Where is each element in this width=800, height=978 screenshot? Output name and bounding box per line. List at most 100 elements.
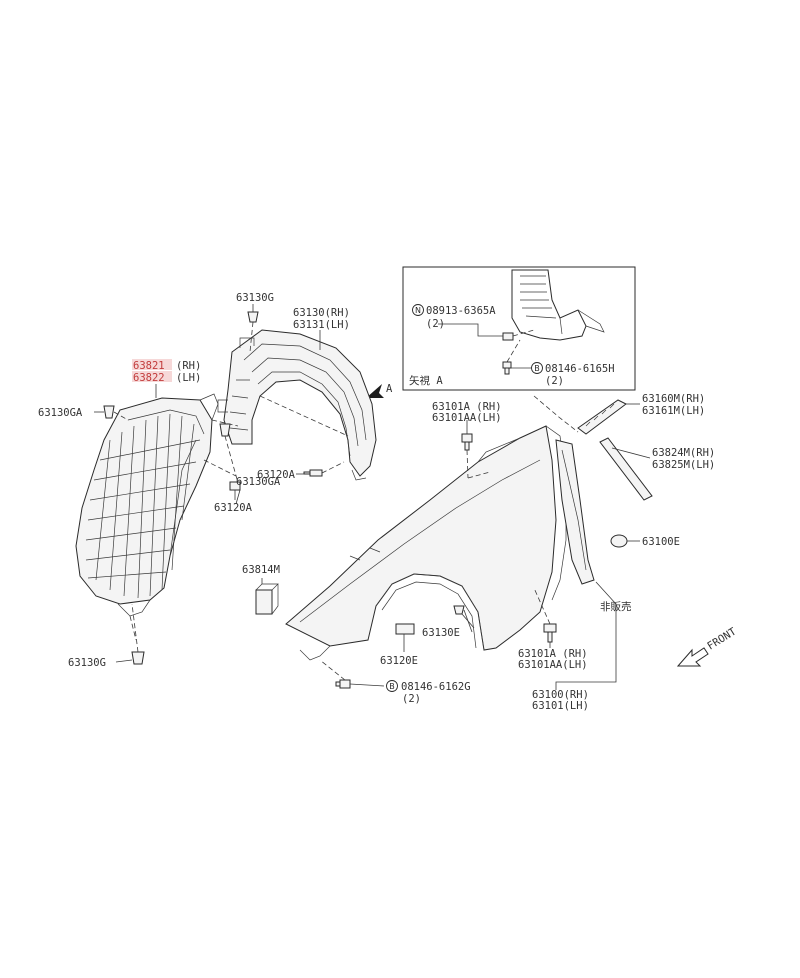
label-63131-lh: 63131(LH) (293, 319, 350, 331)
inset-nut-code: 08913-6365A (426, 305, 496, 317)
front-arrow-icon (676, 647, 709, 667)
inset-bolt-shape (502, 361, 512, 375)
label-63130ga-left: 63130GA (38, 407, 83, 419)
clip-63130g-bottom (131, 651, 145, 665)
front-indicator: FRONT (676, 625, 739, 667)
screw-63120a-a (303, 469, 323, 477)
fender-seal-63824m (555, 439, 595, 585)
inset-nut-symbol: N (415, 306, 421, 315)
protector-ribs (229, 343, 367, 457)
inset-nut-shape (502, 332, 514, 341)
label-63814m: 63814M (242, 564, 280, 576)
dash-fender-top (467, 471, 491, 479)
label-63101-lh: 63101(LH) (532, 700, 589, 712)
clip-63130e (453, 605, 465, 615)
view-a-arrow-label: A (386, 383, 393, 395)
inset-nut-dash (512, 329, 535, 337)
clip-63130ga-mid-leader (235, 489, 241, 505)
leader-63130e (463, 609, 473, 633)
label-63130e: 63130E (422, 627, 460, 639)
label-63120a-a: 63120A (257, 469, 296, 481)
label-63824m-rh: 63824M(RH) (652, 447, 715, 459)
fender-wheel-arch (375, 573, 485, 651)
front-fender-panel (285, 425, 567, 661)
clip-63130ga-left-dash (113, 411, 129, 421)
label-63101aa-lh-b: 63101AA(LH) (518, 659, 588, 671)
inset-bolt-qty: (2) (545, 375, 564, 387)
labels: 63130G 63130(RH) 63131(LH) 63821 (RH) 63… (38, 292, 715, 712)
inset-nut-leader (438, 323, 503, 337)
dash-liner-bottom (129, 615, 137, 641)
label-63821-num: 63821 (133, 360, 165, 372)
bolt-08146-6162g-dash (319, 659, 346, 681)
label-63130g-top: 63130G (236, 292, 274, 304)
highlight-bg-63821 (132, 359, 172, 370)
liner-grid-v (95, 413, 195, 599)
bolt-63101a-bottom-dash (533, 587, 551, 625)
label-08146-6162g: 08146-6162G (401, 681, 471, 693)
fender-arch-flange (381, 581, 477, 649)
liner-inner-edge (127, 409, 205, 557)
label-63101a-rh-b: 63101A (RH) (518, 648, 588, 660)
nut-63120e (395, 623, 415, 635)
clip-63130g-bottom-dash (131, 603, 139, 653)
label-63120a-b: 63120A (214, 502, 253, 514)
pad-top (255, 583, 279, 615)
inset-bracket-edge (559, 309, 605, 335)
inset-bolt-symbol: B (534, 364, 540, 373)
inset-nut-qty: (2) (426, 318, 445, 330)
screw-63120a-a-dash (321, 461, 345, 474)
label-63100-rh: 63100(RH) (532, 689, 589, 701)
clip-63130ga-mid-dash (224, 435, 241, 491)
inset-frame (402, 266, 636, 391)
fender-body-line (299, 459, 541, 623)
highlight-bg-63822 (132, 371, 172, 382)
inset-bracket-ribs (520, 275, 557, 319)
label-not-for-sale: 非販売 (600, 600, 632, 613)
view-a-arrow-head (366, 384, 384, 398)
liner-tabs (117, 393, 219, 617)
fasteners (103, 304, 557, 689)
inset-bracket-shape (511, 269, 587, 341)
bolt-63101a-bottom (543, 623, 557, 643)
screw-63120a-b (229, 481, 241, 491)
label-63101aa-lh: 63101AA(LH) (432, 412, 502, 424)
dash-fender-rear (533, 395, 579, 433)
bolt-symbol-circle (386, 680, 398, 692)
bolt-08146-6162g-leader (349, 683, 385, 687)
callout-lines (94, 330, 617, 690)
label-63130-rh: 63130(RH) (293, 307, 350, 319)
label-63130g-bottom: 63130G (68, 657, 106, 669)
garnish-63160m (577, 399, 640, 435)
fender-outline (285, 425, 557, 651)
label-63825m-lh: 63825M(LH) (652, 459, 715, 471)
inset-view-a: N 08913-6365A (2) B 08146-6165H (2) 矢視 A (402, 266, 636, 391)
seal-63100e-shape (610, 534, 628, 548)
bolt-08146-6162g (335, 679, 351, 689)
label-63130ga-mid: 63130GA (236, 476, 281, 488)
front-label: FRONT (705, 625, 739, 652)
fender-protector-63821 (75, 393, 219, 617)
label-63822-num: 63822 (133, 372, 165, 384)
protector-tabs (217, 337, 367, 481)
label-63100e: 63100E (642, 536, 680, 548)
seal-strip (555, 439, 595, 585)
inset-bolt-code: 08146-6165H (545, 363, 615, 375)
bolt-63101a-top (461, 433, 473, 451)
clip-63130g-top-dash (249, 321, 254, 353)
protector-centerline (259, 395, 349, 437)
moulding-leader (611, 447, 651, 459)
garnish-slots (585, 403, 615, 427)
label-63821-side: (RH) (176, 360, 201, 372)
moulding-shape (599, 437, 653, 501)
fender-top-flange (349, 437, 521, 561)
inset-title: 矢視 A (409, 374, 443, 387)
dash-protector-liner (203, 419, 239, 477)
label-63822-side: (LH) (176, 372, 201, 384)
liner-outline (75, 397, 213, 605)
inset-bolt-symbol-circle (531, 362, 543, 374)
bracket-63100 (555, 581, 617, 690)
label-08146-6162g-qty: (2) (402, 693, 421, 705)
liner-grid-h (85, 439, 201, 579)
